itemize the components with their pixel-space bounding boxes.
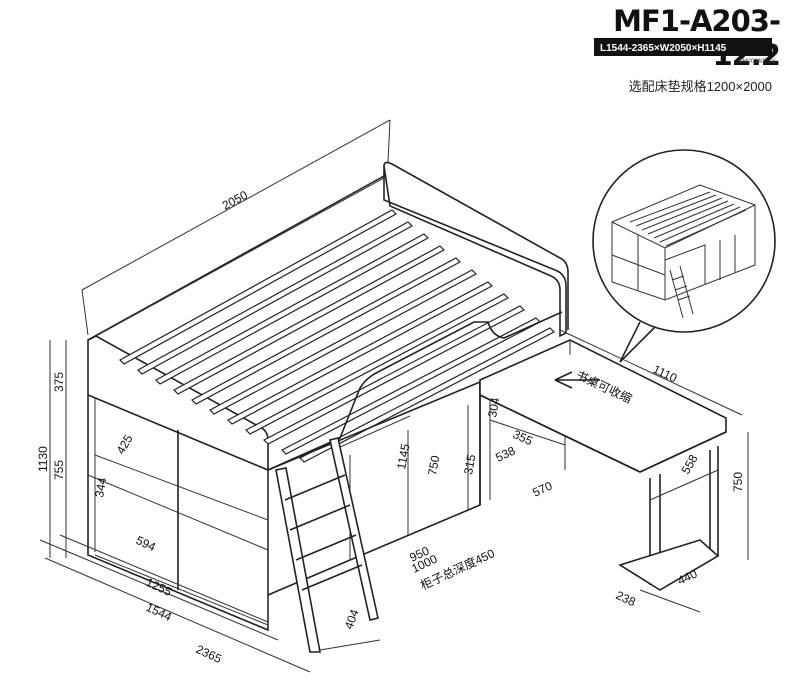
label-344: 344	[92, 476, 109, 498]
headboard	[383, 165, 567, 338]
label-750: 750	[425, 454, 442, 476]
label-1544: 1544	[144, 600, 174, 624]
label-425: 425	[113, 432, 135, 457]
label-1145: 1145	[394, 442, 412, 470]
retract-arrow-icon	[554, 371, 600, 389]
label-desk-750: 750	[731, 472, 745, 492]
label-755: 755	[52, 460, 66, 480]
label-1130: 1130	[36, 446, 50, 472]
label-594: 594	[134, 533, 158, 554]
label-355: 355	[511, 427, 535, 448]
label-558: 558	[678, 452, 700, 477]
bed-frame	[87, 161, 569, 472]
dimension-lines	[39, 119, 749, 673]
label-2050: 2050	[220, 188, 250, 213]
document-code: CM201407.01	[738, 59, 776, 65]
desk	[479, 339, 727, 591]
label-304: 304	[485, 396, 502, 418]
label-538: 538	[493, 443, 517, 464]
inset-view	[592, 149, 776, 363]
label-238: 238	[614, 588, 638, 609]
label-375: 375	[52, 372, 66, 392]
dimension-bar: L1544-2365×W2050×H1145	[594, 38, 772, 56]
mattress-spec: 选配床垫规格1200×2000	[628, 79, 772, 94]
label-404: 404	[342, 607, 362, 631]
label-315: 315	[461, 453, 478, 475]
cube-storage	[87, 395, 269, 632]
label-1255: 1255	[144, 575, 174, 599]
ladder	[275, 437, 379, 653]
label-570: 570	[530, 478, 554, 499]
cabinet-note: 柜子总深度450	[418, 545, 497, 593]
label-2365: 2365	[194, 642, 224, 666]
dimension-text: L1544-2365×W2050×H1145	[600, 43, 727, 54]
